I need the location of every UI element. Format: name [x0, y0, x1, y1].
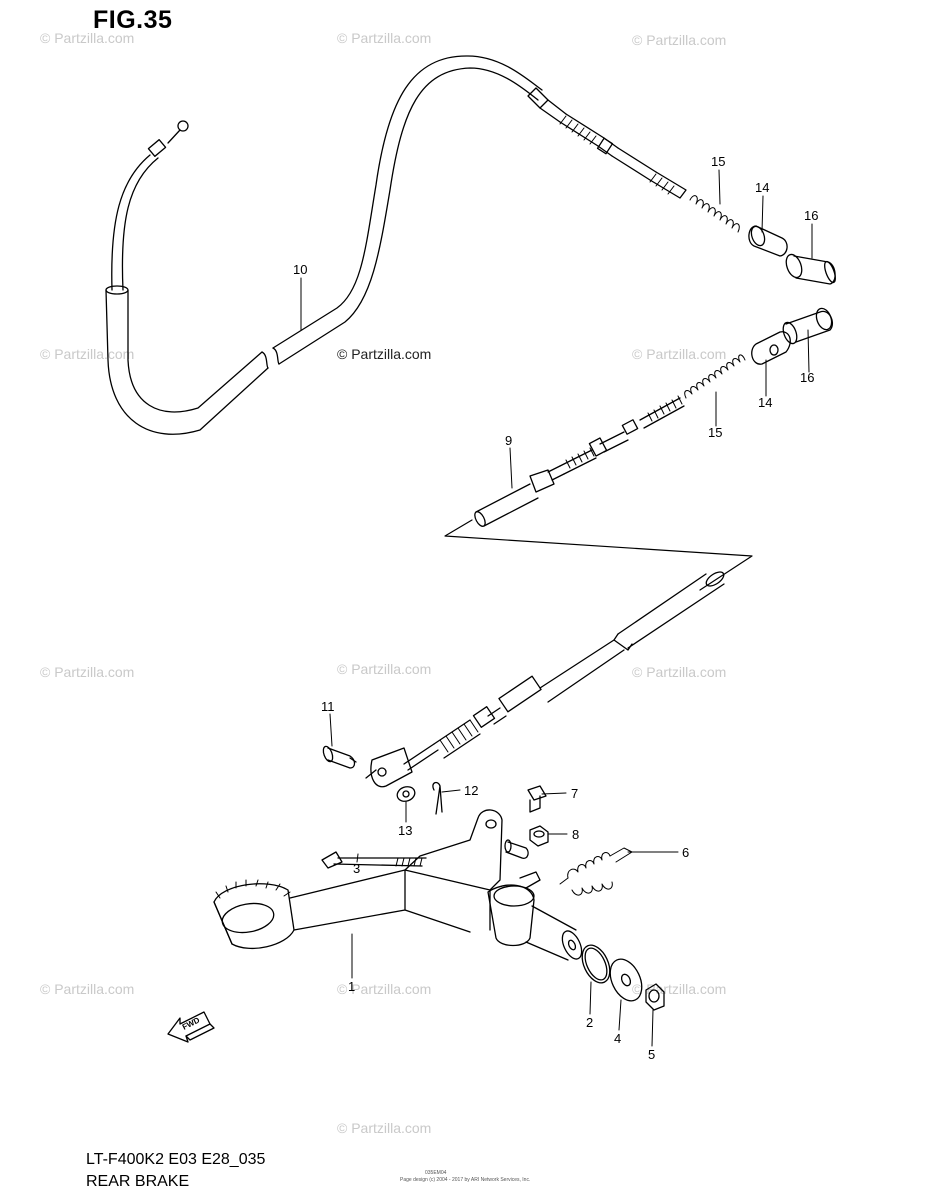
callout-2: 2 [586, 1015, 593, 1030]
watermark: © Partzilla.com [337, 30, 432, 46]
o-ring [581, 944, 611, 984]
brake-cable-upper [105, 55, 836, 435]
callout-numbers: 15 14 16 10 16 14 15 9 11 12 7 13 8 3 6 … [293, 154, 818, 1062]
callout-11: 11 [321, 699, 335, 714]
watermark: © Partzilla.com [40, 30, 135, 46]
callout-16-lower: 16 [800, 370, 814, 385]
callout-15-lower: 15 [708, 425, 722, 440]
callout-4: 4 [614, 1031, 621, 1046]
copyright-note: Page design (c) 2004 - 2017 by ARI Netwo… [400, 1177, 531, 1183]
callout-16-upper: 16 [804, 208, 818, 223]
watermark: © Partzilla.com [632, 346, 727, 362]
fwd-arrow-icon: FWD [167, 1011, 215, 1043]
cotter-pin [432, 781, 443, 815]
nut-8 [529, 825, 549, 847]
watermark: © Partzilla.com [40, 346, 135, 362]
watermark: © Partzilla.com [337, 981, 432, 997]
callout-6: 6 [682, 845, 689, 860]
clevis-pin [322, 745, 357, 769]
brake-pedal [213, 809, 583, 961]
model-code: LT-F400K2 E03 E28_035 [86, 1151, 266, 1168]
callout-15-upper: 15 [711, 154, 725, 169]
watermark: © Partzilla.com [337, 661, 432, 677]
callout-13: 13 [398, 823, 412, 838]
callout-10: 10 [293, 262, 307, 277]
callout-3: 3 [353, 861, 360, 876]
drawing-code: 035EM04 [425, 1170, 447, 1176]
return-spring [559, 847, 633, 896]
callout-14-upper: 14 [755, 180, 769, 195]
callout-9: 9 [505, 433, 512, 448]
callout-1: 1 [348, 979, 355, 994]
brake-cable-lower [365, 307, 834, 788]
watermark-main: © Partzilla.com [337, 346, 432, 362]
callout-leaders [300, 169, 813, 1047]
bolt-7 [527, 785, 547, 813]
nut-5 [645, 983, 665, 1011]
figure-title: FIG.35 [93, 6, 173, 34]
watermark: © Partzilla.com [337, 1120, 432, 1136]
callout-7: 7 [571, 786, 578, 801]
watermark: © Partzilla.com [632, 32, 727, 48]
section-name: REAR BRAKE [86, 1173, 190, 1190]
callout-12: 12 [464, 783, 478, 798]
long-bolt [321, 851, 427, 869]
watermark: © Partzilla.com [632, 664, 727, 680]
callout-8: 8 [572, 827, 579, 842]
watermark: © Partzilla.com [40, 664, 135, 680]
callout-14-lower: 14 [758, 395, 772, 410]
washer-13 [396, 786, 416, 802]
callout-5: 5 [648, 1047, 655, 1062]
washer-4 [609, 958, 643, 1002]
watermark: © Partzilla.com [40, 981, 135, 997]
